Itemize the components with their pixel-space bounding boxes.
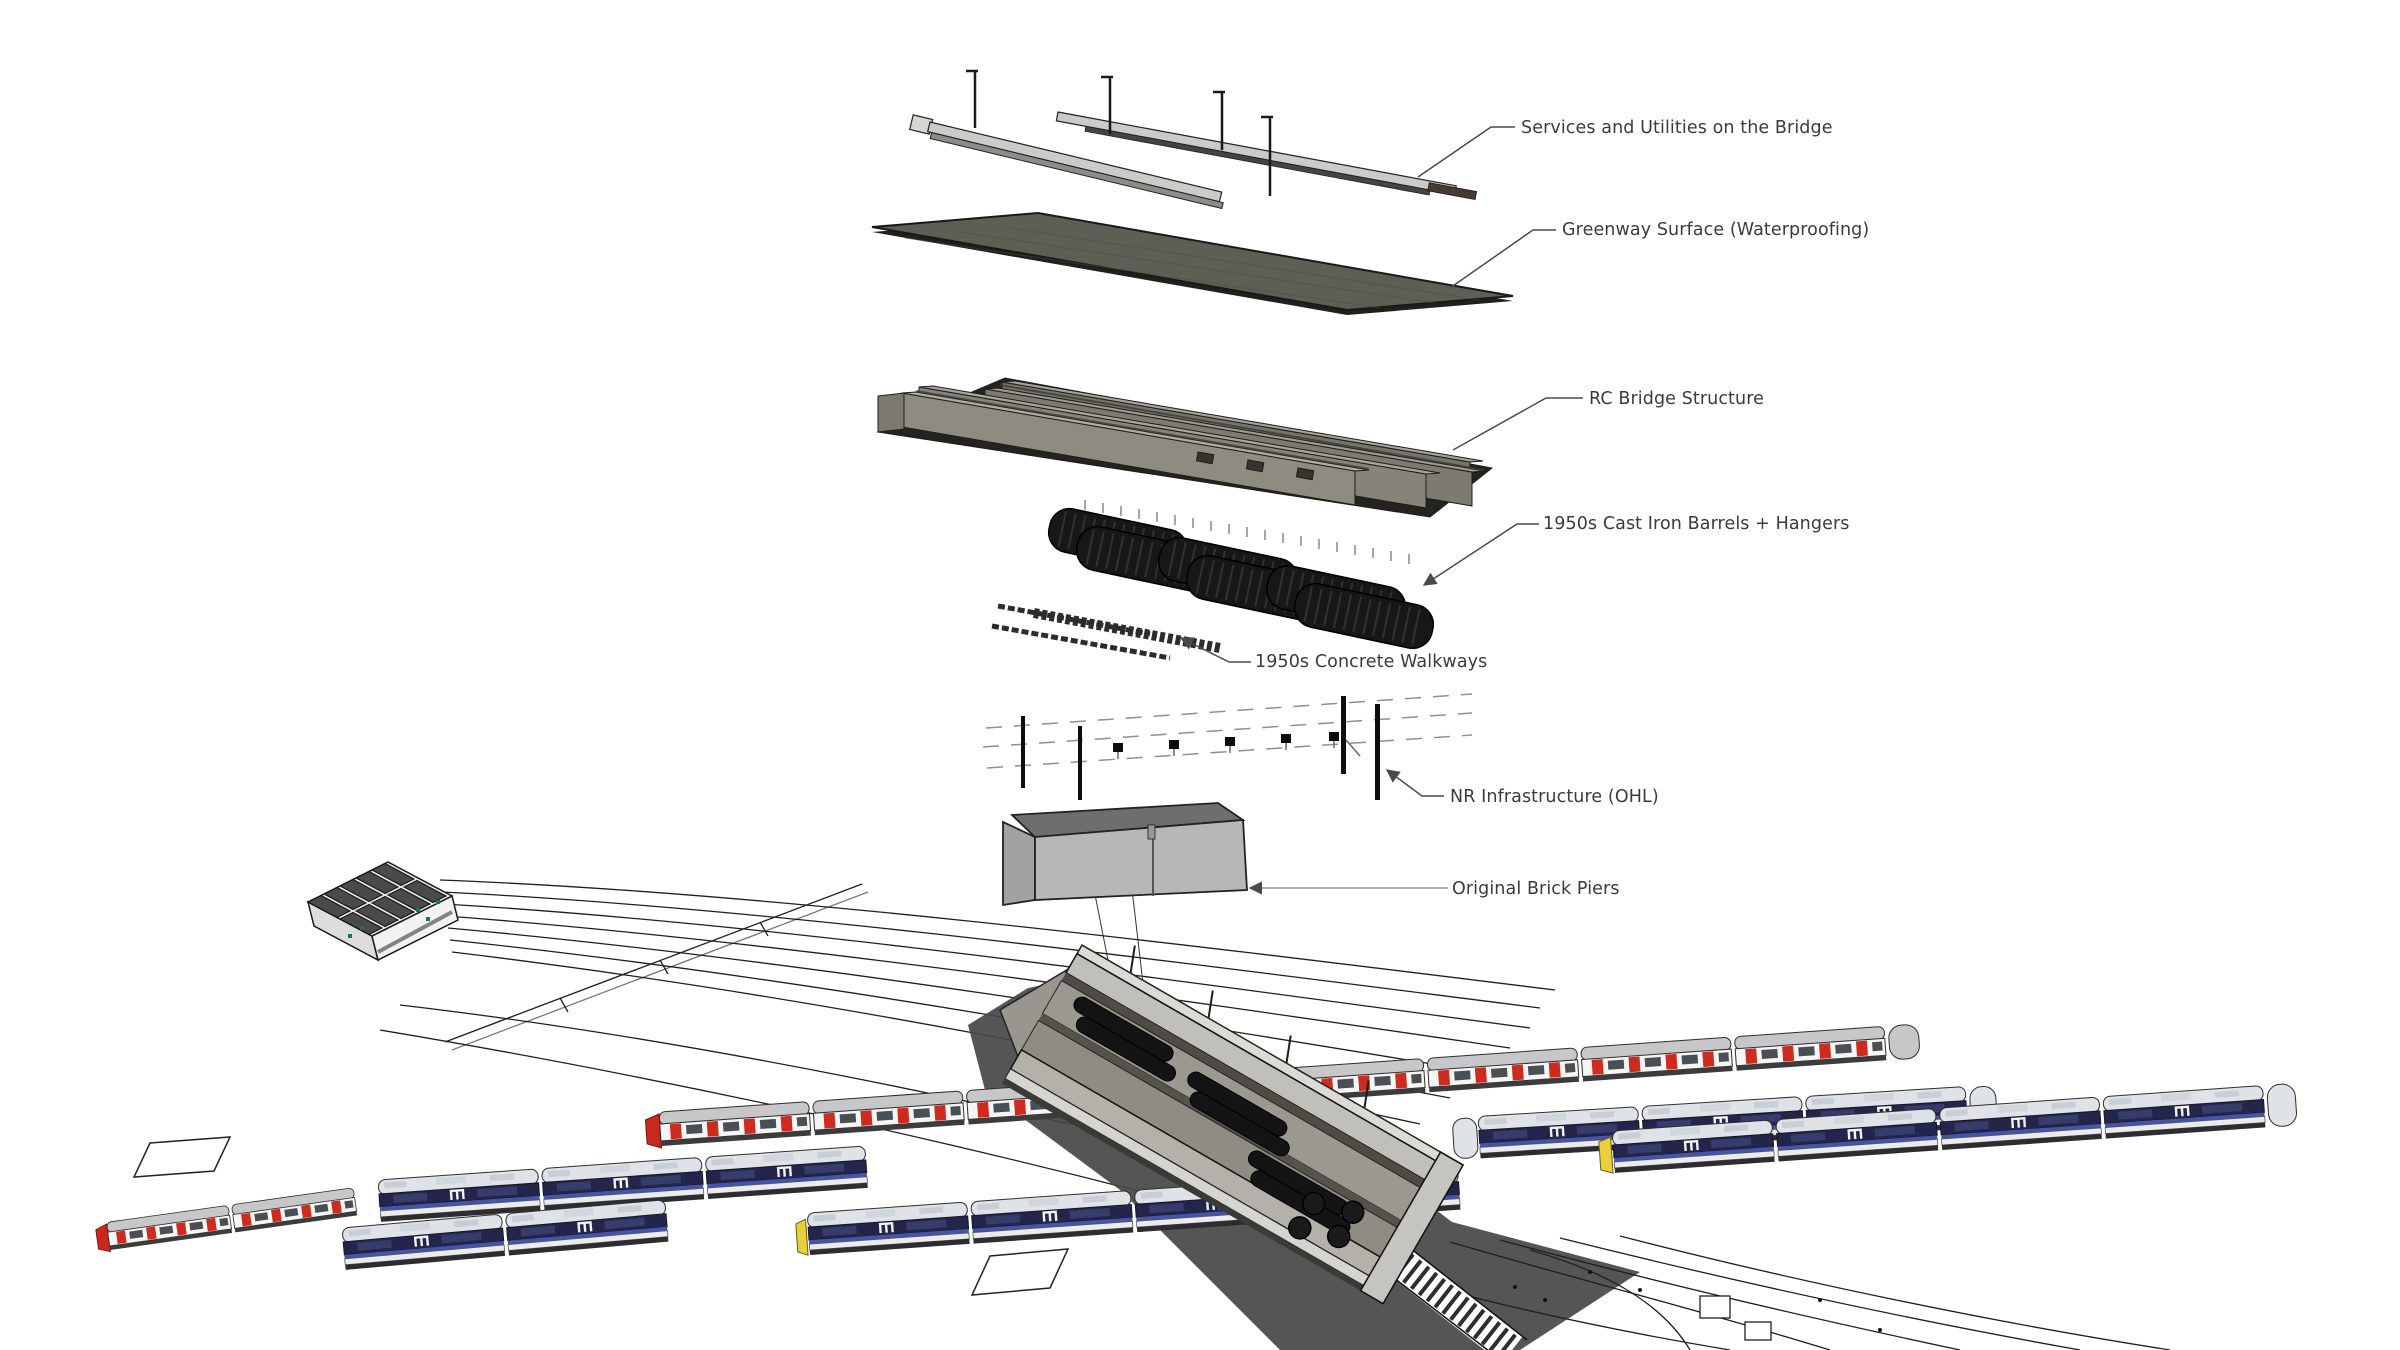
leader-rc-structure — [1452, 397, 1583, 451]
leader-lines — [1179, 126, 1583, 895]
exploded-rc-structure — [876, 377, 1494, 518]
exploded-ohl — [982, 693, 1473, 800]
label-services: Services and Utilities on the Bridge — [1521, 118, 1833, 138]
ground-markings — [132, 1136, 1070, 1296]
depot-building — [306, 861, 459, 962]
leader-services — [1417, 126, 1515, 178]
train-blue-lower-main — [795, 1166, 1462, 1257]
exploded-cast-iron-barrels — [1045, 500, 1437, 652]
leader-walkways — [1179, 637, 1251, 663]
label-walkways: 1950s Concrete Walkways — [1255, 652, 1488, 672]
footpath-hatch — [1380, 1244, 1528, 1350]
exploded-concrete-walkways — [991, 603, 1221, 661]
leader-ohl — [1385, 769, 1444, 797]
label-greenway: Greenway Surface (Waterproofing) — [1562, 220, 1870, 240]
service-hanger-rods — [966, 69, 1273, 196]
train-red-bottom-left — [95, 1187, 358, 1253]
exploded-services-trays — [908, 69, 1478, 210]
track-curves-bottom-right — [1444, 1235, 2171, 1350]
leader-greenway — [1449, 229, 1556, 289]
hanger-pins — [1084, 500, 1410, 564]
exploded-greenway-surface — [871, 211, 1514, 315]
train-blue-lower-right — [1598, 1083, 2297, 1175]
exploded-brick-piers — [1002, 802, 1248, 907]
label-rc-structure: RC Bridge Structure — [1589, 389, 1764, 409]
label-barrels: 1950s Cast Iron Barrels + Hangers — [1543, 514, 1850, 534]
label-piers: Original Brick Piers — [1452, 879, 1620, 899]
leader-barrels — [1422, 523, 1539, 586]
bridge-assembled — [1001, 855, 1465, 1305]
track-wireframe-fan — [379, 879, 1556, 1216]
label-ohl: NR Infrastructure (OHL) — [1450, 787, 1659, 807]
train-red-main — [644, 1024, 1920, 1149]
